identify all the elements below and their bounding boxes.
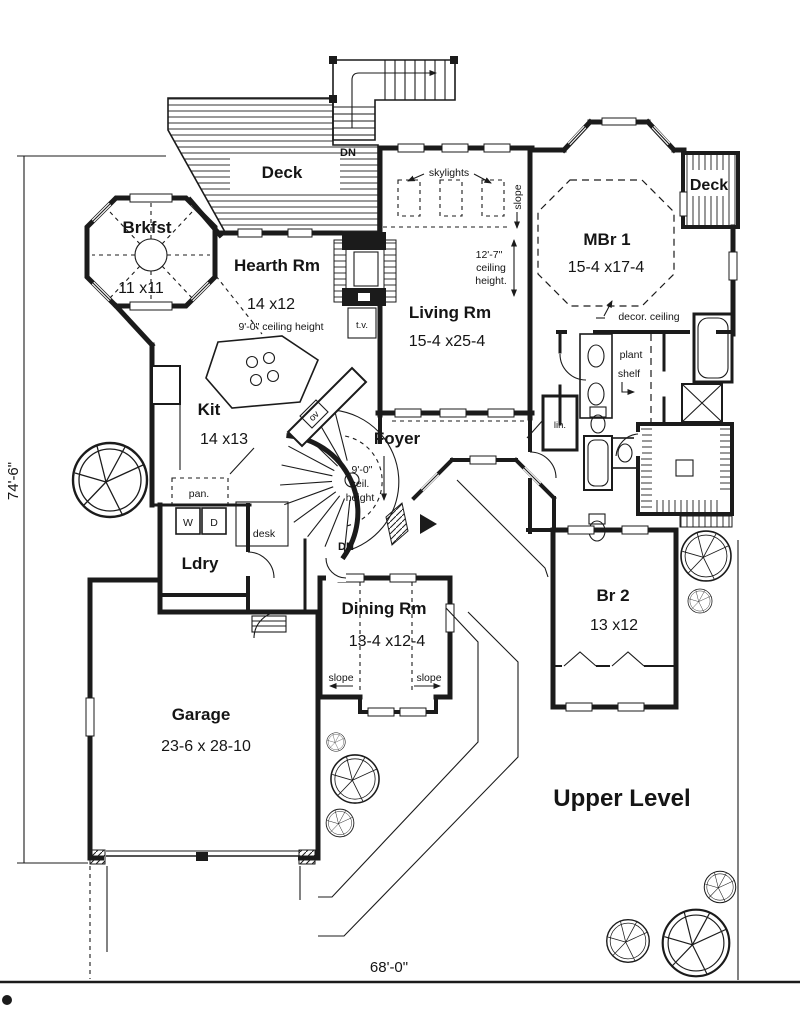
- desk-label: desk: [253, 528, 276, 540]
- tree-icon: [606, 919, 650, 963]
- hearth-ceiling-note: 9'-0" ceiling height: [238, 321, 323, 333]
- tree-icon: [326, 732, 346, 752]
- skylights-label: skylights: [429, 167, 469, 179]
- refrigerator: [151, 365, 181, 405]
- fireplace: t.v.: [333, 232, 397, 339]
- plant-shelf-note: plant shelf: [618, 349, 643, 395]
- svg-text:9'-0": 9'-0": [352, 464, 373, 476]
- stair-down-label: DN: [338, 541, 354, 553]
- bedroom-2-size: 13 x12: [590, 617, 638, 634]
- bedroom-2: Br 2 13 x12: [550, 525, 679, 712]
- dryer-label: D: [210, 517, 218, 529]
- roof-slope-label: slope: [512, 184, 524, 209]
- driveway-walkway: [89, 607, 519, 979]
- decor-ceiling-note: decor. ceiling: [596, 300, 680, 323]
- laundry: W D desk Ldry: [150, 501, 307, 639]
- entry-door-sill: [385, 502, 409, 546]
- tree-icon: [325, 808, 355, 838]
- desk-area: [235, 501, 289, 547]
- skylights: skylights: [397, 167, 505, 217]
- slope-note-right: slope: [414, 672, 442, 689]
- bottom-dimension-label: 68'-0": [370, 959, 408, 976]
- garage: Garage 23-6 x 28-10: [85, 577, 321, 865]
- kitchen: Kit 14 x13 pan.: [112, 302, 319, 508]
- garage-size: 23-6 x 28-10: [161, 738, 251, 755]
- laundry-label: Ldry: [182, 554, 219, 573]
- exterior-stairs: DN: [329, 56, 458, 159]
- brkfst-size: 11 x11: [118, 280, 164, 297]
- spiral-stair: ov DN: [280, 366, 400, 561]
- deck-stairs-down-label: DN: [340, 147, 356, 159]
- linen-label: lin.: [554, 420, 566, 431]
- washer-label: W: [183, 517, 193, 529]
- pantry: [171, 477, 229, 505]
- slope-note-left: slope: [328, 672, 354, 689]
- svg-text:slope: slope: [328, 672, 353, 684]
- ceiling-height-note-living: 12'-7" ceiling height.: [475, 239, 517, 297]
- tree-icon: [71, 441, 149, 519]
- living-room-size: 15-4 x25-4: [409, 333, 486, 350]
- side-dimension-label: 74'-6": [5, 462, 22, 500]
- kitchen-label: Kit: [198, 400, 221, 419]
- brkfst-nook: Brkfst 11 x11: [84, 193, 224, 311]
- dining-room-size: 13-4 x12-4: [349, 633, 426, 650]
- hall-bath: [583, 435, 639, 542]
- svg-text:height: height: [346, 492, 375, 504]
- svg-text:shelf: shelf: [618, 368, 640, 380]
- svg-text:12'-7": 12'-7": [476, 249, 503, 261]
- oven-wall: [286, 366, 368, 448]
- hearth-room-size: 14 x12: [247, 296, 295, 313]
- mbr1-label: MBr 1: [583, 230, 630, 249]
- svg-text:height.: height.: [475, 275, 507, 287]
- dining-room-label: Dining Rm: [342, 599, 427, 618]
- tree-icon: [680, 530, 732, 582]
- toilet: [589, 406, 607, 434]
- svg-text:slope: slope: [416, 672, 441, 684]
- walk-in-closet: [615, 422, 734, 528]
- foyer-label: Foyer: [374, 429, 421, 448]
- master-bath: [681, 312, 734, 423]
- ink-dot: [2, 995, 12, 1005]
- living-room-label: Living Rm: [409, 303, 491, 322]
- dimension-lines: 74'-6" 68'-0": [0, 155, 800, 1005]
- wall-oven: [299, 399, 329, 429]
- pantry-label: pan.: [189, 488, 209, 500]
- ceiling-height-note-foyer: 9'-0" ceil. height: [346, 456, 387, 504]
- deck-mbr-label: Deck: [690, 177, 728, 194]
- tree-icon: [661, 908, 731, 978]
- hearth-room: Hearth Rm 14 x12 9'-0" ceiling height: [215, 228, 343, 335]
- svg-text:plant: plant: [620, 349, 643, 361]
- svg-text:ceiling: ceiling: [476, 262, 506, 274]
- svg-text:ceil.: ceil.: [351, 478, 370, 490]
- living-room: skylights slope 12'-7" ceiling height. L…: [375, 143, 535, 421]
- level-title: Upper Level: [553, 785, 690, 812]
- dining-room: Dining Rm 13-4 x12-4 slope slope: [317, 557, 455, 717]
- garage-steps: [251, 615, 287, 633]
- svg-text:decor. ceiling: decor. ceiling: [618, 311, 679, 323]
- tree-icon: [703, 870, 737, 904]
- linen-closet: [541, 394, 579, 452]
- mbr1-size: 15-4 x17-4: [568, 259, 645, 276]
- entry-marker: [420, 514, 437, 534]
- foyer-entry: Foyer 9'-0" ceil. height: [346, 413, 557, 578]
- hearth-room-label: Hearth Rm: [234, 256, 320, 275]
- dryer-box: [201, 507, 227, 535]
- kitchen-island: [205, 335, 319, 409]
- bath-wing: plant shelf lin.: [526, 312, 734, 542]
- bedroom-2-label: Br 2: [596, 586, 629, 605]
- master-suite: Deck MBr 1 15-4 x17-4 decor. ceiling: [529, 117, 740, 337]
- brkfst-label: Brkfst: [122, 218, 171, 237]
- washer-box: [175, 507, 201, 535]
- deck-upper-label: Deck: [262, 163, 303, 182]
- double-vanity: [579, 333, 613, 419]
- deck-upper: Deck: [167, 97, 379, 233]
- tree-icon: [687, 588, 713, 614]
- kitchen-size: 14 x13: [200, 431, 248, 448]
- tv-label: t.v.: [356, 320, 368, 331]
- garage-label: Garage: [172, 705, 231, 724]
- tree-icon: [330, 754, 380, 804]
